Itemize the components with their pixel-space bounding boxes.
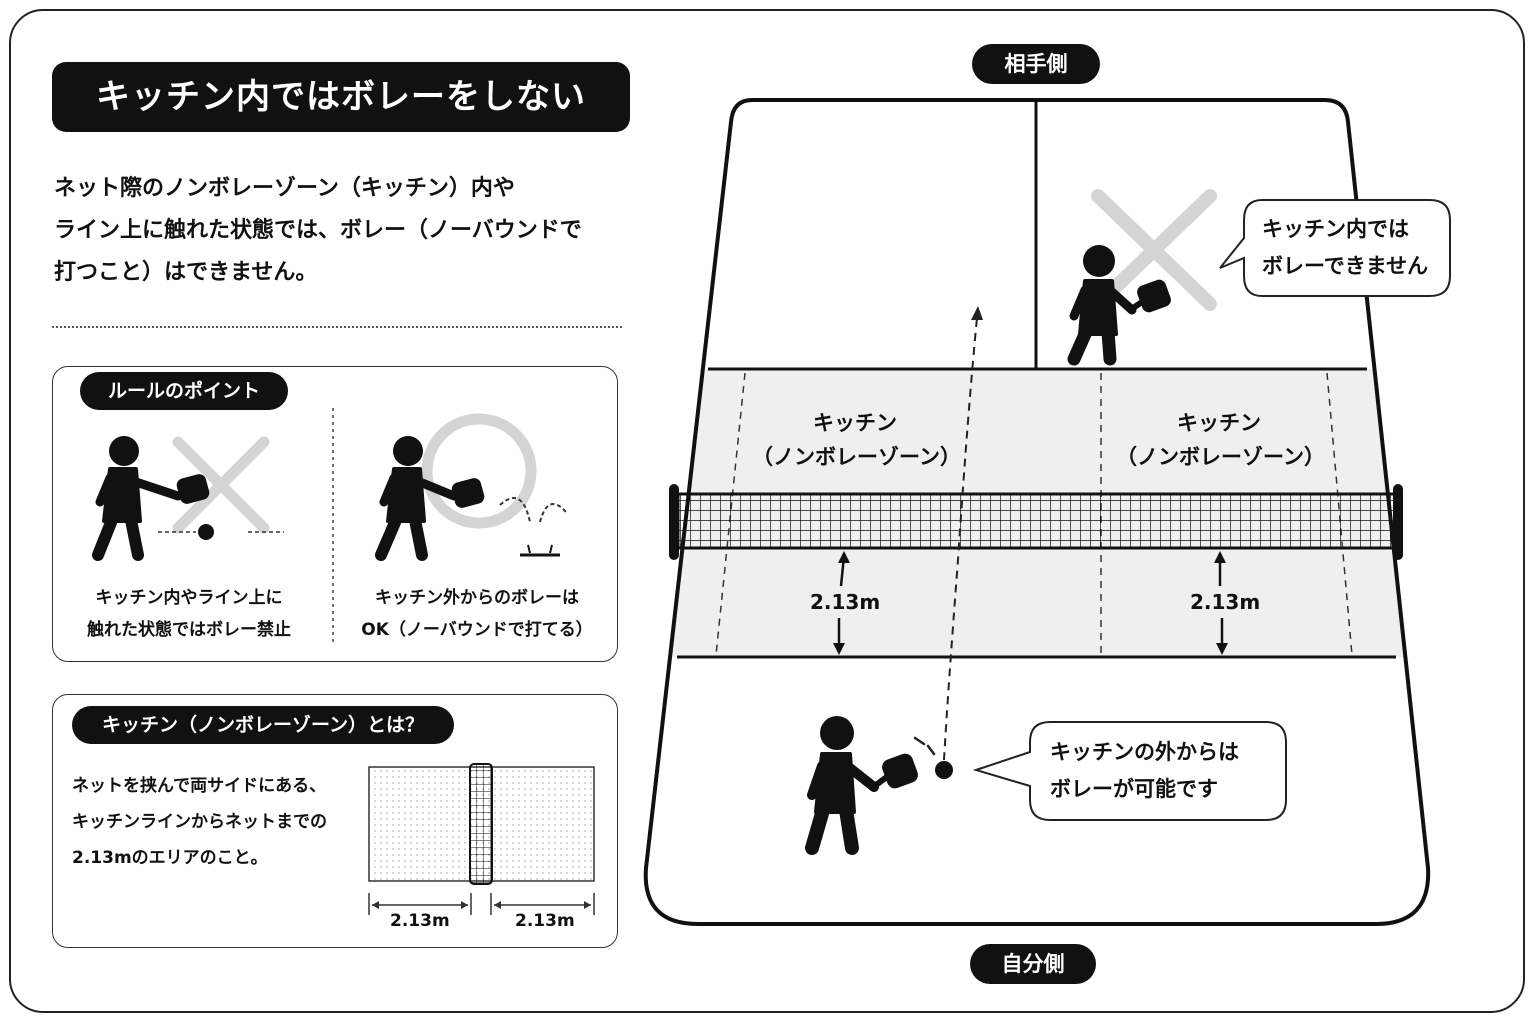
caption-line: キッチン内やライン上に (95, 588, 283, 608)
kitchen-definition-box (52, 694, 618, 948)
bubble-top-text: キッチン内では ボレーできません (1262, 211, 1428, 285)
bubble-line: キッチンの外からは (1050, 740, 1239, 764)
kitchen-zone-label-left: キッチン （ノンボレーゾーン） (752, 406, 961, 474)
kitchen-definition-text: ネットを挟んで両サイドにある、 キッチンラインからネットまでの 2.13mのエリ… (72, 768, 327, 876)
court-dim-left: 2.13m (810, 590, 881, 614)
caption-line: 触れた状態ではボレー禁止 (87, 620, 291, 640)
caption-line: OK（ノーバウンドで打てる） (361, 620, 593, 640)
zone-line: （ノンボレーゾーン） (752, 445, 961, 469)
ok-caption: キッチン外からのボレーは OK（ノーバウンドで打てる） (346, 582, 608, 646)
dotted-divider (52, 326, 622, 328)
rule-points-box (52, 366, 618, 662)
description: ネット際のノンボレーゾーン（キッチン）内や ライン上に触れた状態では、ボレー（ノ… (54, 168, 634, 294)
opponent-side-label: 相手側 (972, 44, 1100, 84)
definition-line: 2.13mのエリアのこと。 (72, 848, 268, 868)
definition-line: キッチンラインからネットまでの (72, 812, 327, 832)
zone-line: キッチン (1177, 411, 1261, 435)
bubble-line: キッチン内では (1262, 217, 1409, 241)
own-side-label: 自分側 (970, 944, 1096, 984)
rule-points-heading: ルールのポイント (80, 372, 288, 410)
kitchen-zone-label-right: キッチン （ノンボレーゾーン） (1116, 406, 1325, 474)
page-title: キッチン内ではボレーをしない (52, 62, 630, 132)
court-dim-right: 2.13m (1190, 590, 1261, 614)
kitchen-definition-heading: キッチン（ノンボレーゾーン）とは？ (72, 706, 454, 744)
zone-line: （ノンボレーゾーン） (1116, 445, 1325, 469)
definition-line: ネットを挟んで両サイドにある、 (72, 776, 327, 796)
bubble-line: ボレーできません (1262, 254, 1429, 278)
bubble-bottom-text: キッチンの外からは ボレーが可能です (1050, 734, 1239, 808)
zone-line: キッチン (813, 411, 897, 435)
description-line: ネット際のノンボレーゾーン（キッチン）内や (54, 176, 515, 201)
description-line: 打つこと）はできません。 (54, 260, 318, 285)
mini-dim-right: 2.13m (515, 911, 575, 931)
ng-caption: キッチン内やライン上に 触れた状態ではボレー禁止 (64, 582, 314, 646)
mini-dim-left: 2.13m (390, 911, 450, 931)
caption-line: キッチン外からのボレーは (375, 588, 579, 608)
outer-frame (9, 9, 1525, 1013)
description-line: ライン上に触れた状態では、ボレー（ノーバウンドで (54, 218, 582, 243)
bubble-line: ボレーが可能です (1050, 777, 1218, 801)
